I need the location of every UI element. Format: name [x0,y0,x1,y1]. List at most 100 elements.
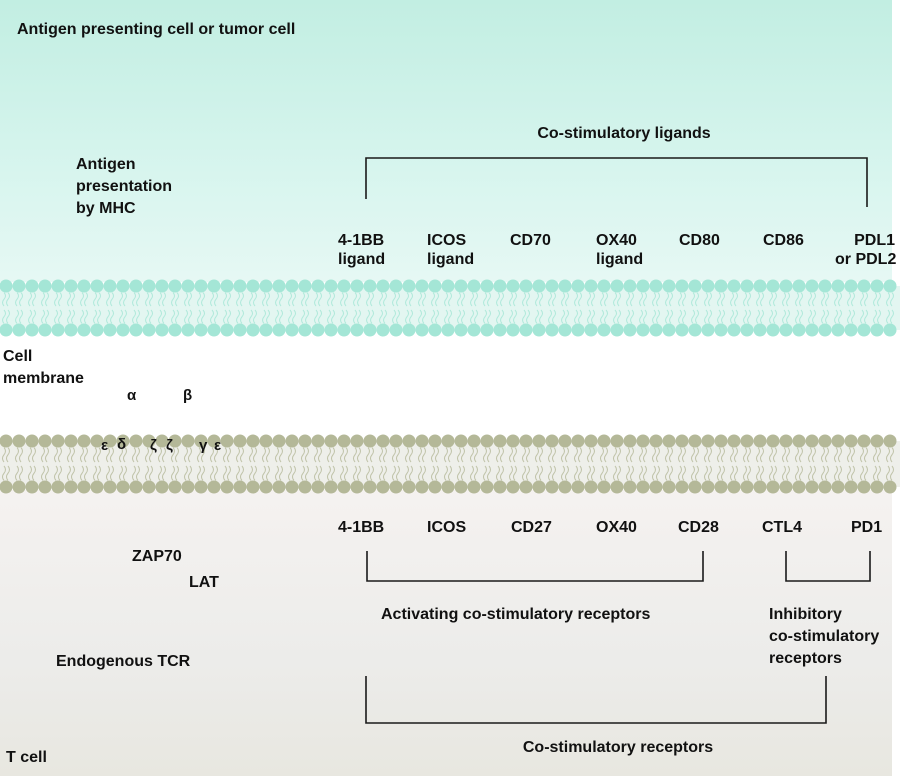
lipid-head [714,279,728,293]
lipid-head [129,434,143,448]
lipid-head [181,323,195,337]
lipid-tail [470,292,474,307]
lipid-head [233,279,247,293]
lipid-tail [210,465,214,481]
lipid-tail [747,309,751,324]
lipid-tail [379,465,383,481]
lipid-head [584,480,598,494]
lipid-tail [145,447,149,463]
lipid-tail [513,292,517,307]
lipid-tail [97,447,101,463]
lipid-tail [743,447,747,463]
lipid-tail [643,309,647,324]
lipid-tail [288,309,292,324]
lipid-head [376,323,390,337]
lipid-head [571,434,585,448]
lipid-head [38,480,52,494]
lipid-tail [444,447,448,463]
lipid-tail [873,309,877,324]
lipid-tail [45,292,49,307]
lipid-tail [678,465,682,481]
lipid-tail [366,309,370,324]
lipid-head [532,279,546,293]
lipid-tail [539,309,543,324]
lipid-tail [600,309,604,324]
lipid-head [571,323,585,337]
lipid-tail [834,292,838,307]
lipid-tail [591,447,595,463]
lipid-head [701,279,715,293]
lipid-tail [435,292,439,307]
lipid-head [246,279,260,293]
lipid-tail [574,292,578,307]
ligand-pdl: PDL1 or PDL2 [835,232,897,268]
lipid-tail [873,465,877,481]
lipid-tail [799,465,803,481]
lipid-head [480,279,494,293]
lipid-tail [84,309,88,324]
lipid-tail [119,465,123,481]
lipid-tail [275,447,279,463]
lipid-tail [444,465,448,481]
lipid-tail [409,465,413,481]
lipid-tail [340,309,344,324]
lipid-tail [743,465,747,481]
lipid-tail [483,465,487,481]
lipid-head [740,434,754,448]
lipid-head [0,279,13,293]
lipid-tail [214,309,218,324]
lipid-tail [730,292,734,307]
lipid-tail [93,447,97,463]
lipid-tail [838,292,842,307]
lipid-head [350,434,364,448]
lipid-head [701,323,715,337]
lipid-tail [136,465,140,481]
lipid-tail [509,309,513,324]
lipid-tail [162,447,166,463]
lipid-tail [747,465,751,481]
cd3-zeta-1: ζ [150,437,157,454]
lipid-head [155,480,169,494]
lipid-head [77,434,91,448]
lipid-head [467,323,481,337]
lipid-tail [418,309,422,324]
lipid-head [363,434,377,448]
lipid-head [90,323,104,337]
lipid-tail [613,292,617,307]
lipid-head [207,434,221,448]
lipid-head [610,480,624,494]
lipid-tail [214,447,218,463]
lipid-tail [513,465,517,481]
lipid-tail [500,309,504,324]
lipid-tail [201,465,205,481]
lipid-head [116,279,130,293]
lipid-tail [639,447,643,463]
lipid-tail [253,465,257,481]
antigen-presentation-line1: Antigen [76,156,136,173]
lipid-tail [344,292,348,307]
lipid-tail [626,309,630,324]
lipid-head [493,434,507,448]
lipid-head [753,480,767,494]
lipid-tail [769,292,773,307]
lipid-head [415,279,429,293]
lipid-tail [678,447,682,463]
lipid-head [441,480,455,494]
lipid-tail [535,465,539,481]
lipid-tail [67,309,71,324]
lipid-tail [782,447,786,463]
lipid-tail [28,309,32,324]
lipid-tail [756,309,760,324]
lipid-head [545,279,559,293]
lipid-head [870,279,884,293]
lipid-head [519,480,533,494]
lipid-tail [574,465,578,481]
lipid-tail [158,292,162,307]
lipid-head [844,434,858,448]
lipid-tail [886,309,890,324]
lipid-head [857,434,871,448]
lipid-tail [743,292,747,307]
lipid-head [51,434,65,448]
lipid-head [766,434,780,448]
lipid-tail [600,292,604,307]
